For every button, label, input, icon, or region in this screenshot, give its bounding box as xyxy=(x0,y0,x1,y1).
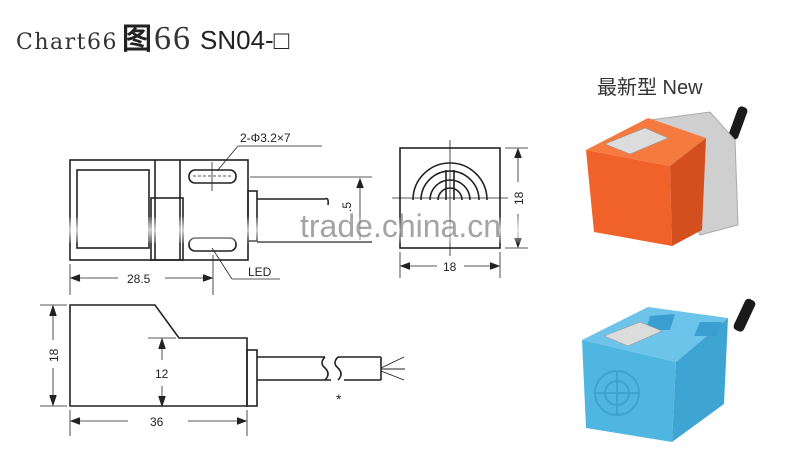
hole-spec-label: 2-Φ3.2×7 xyxy=(240,131,291,145)
side-length-dim: 36 xyxy=(150,415,164,429)
orange-sensor-photo xyxy=(586,106,748,246)
title-number: 66 xyxy=(153,20,192,57)
chart-title: Chart66 图 66 SN04-□ xyxy=(16,14,290,57)
side-step-dim: 12 xyxy=(155,367,169,381)
blue-sensor-photo xyxy=(582,298,756,442)
title-prefix: Chart66 xyxy=(16,30,118,55)
title-model: SN04-□ xyxy=(199,25,290,55)
front-height-dim: 18 xyxy=(512,191,526,205)
offset-dim: .5 xyxy=(340,202,354,212)
top-width-dim: 28.5 xyxy=(127,272,151,286)
new-model-label: 最新型 New xyxy=(597,77,703,99)
front-width-dim: 18 xyxy=(443,260,457,274)
watermark-band xyxy=(40,217,560,243)
watermark: trade.china.cn xyxy=(300,208,502,244)
side-height-dim: 18 xyxy=(47,348,61,362)
cable-note: * xyxy=(336,391,342,407)
side-view xyxy=(40,304,405,436)
title-figure-char: 图 xyxy=(121,22,152,57)
led-label: LED xyxy=(248,265,272,279)
